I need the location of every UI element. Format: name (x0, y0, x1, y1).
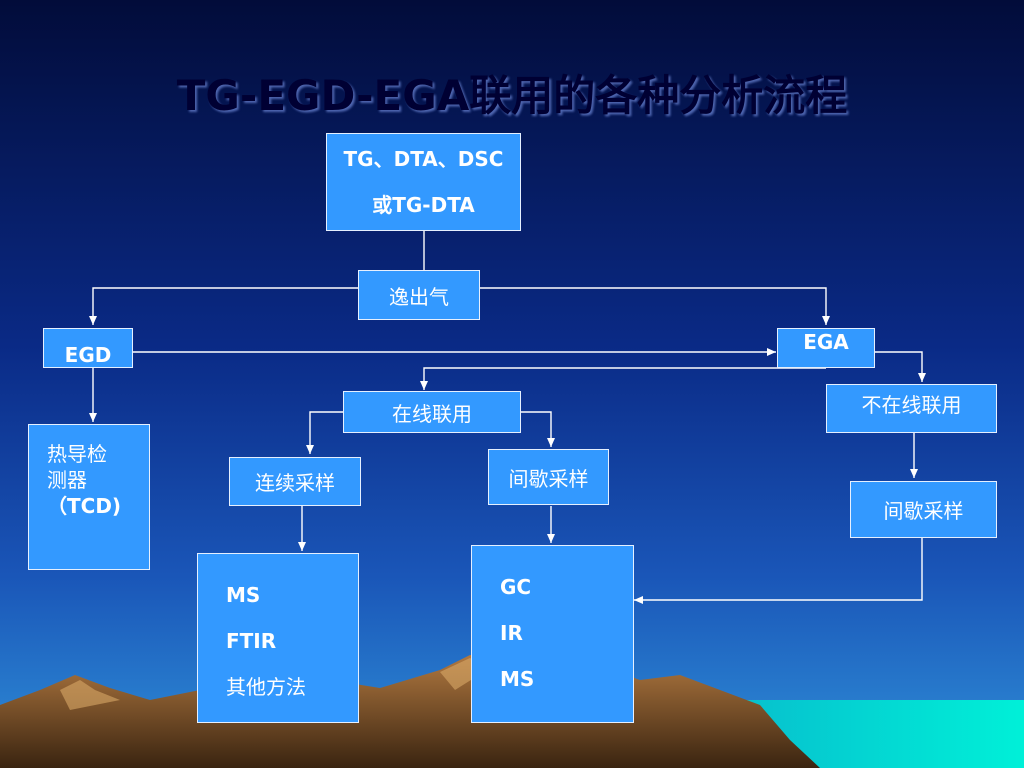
tcd-line-3: （TCD) (47, 494, 122, 518)
node-intermittent-sampling-online: 间歇采样 (488, 449, 609, 505)
node-tcd: 热导检 测器 （TCD) (28, 424, 150, 570)
node-egd: EGD (43, 328, 133, 368)
node-thermal-analysis: TG、DTA、DSC 或TG-DTA (326, 133, 521, 231)
node-ega: EGA (777, 328, 875, 368)
node-ms-group: MS FTIR 其他方法 (197, 553, 359, 723)
slide-title: TG-EGD-EGA联用的各种分析流程 (176, 71, 848, 120)
ms-group-item: MS (226, 583, 261, 607)
tcd-line-2: 测器 (47, 468, 87, 492)
ms-group-item: 其他方法 (226, 675, 306, 699)
node-continuous-sampling: 连续采样 (229, 457, 361, 506)
thermal-line-2: 或TG-DTA (372, 193, 475, 217)
ms-group-item: FTIR (226, 629, 277, 653)
thermal-line-1: TG、DTA、DSC (343, 147, 504, 171)
tcd-line-1: 热导检 (47, 442, 107, 466)
gc-group-item: IR (500, 621, 523, 645)
node-online: 在线联用 (343, 391, 521, 433)
gc-group-item: MS (500, 667, 535, 691)
node-gc-group: GC IR MS (471, 545, 634, 723)
node-evolved-gas: 逸出气 (358, 270, 480, 320)
gc-group-item: GC (500, 575, 532, 599)
node-offline: 不在线联用 (826, 384, 997, 433)
node-intermittent-sampling-offline: 间歇采样 (850, 481, 997, 538)
